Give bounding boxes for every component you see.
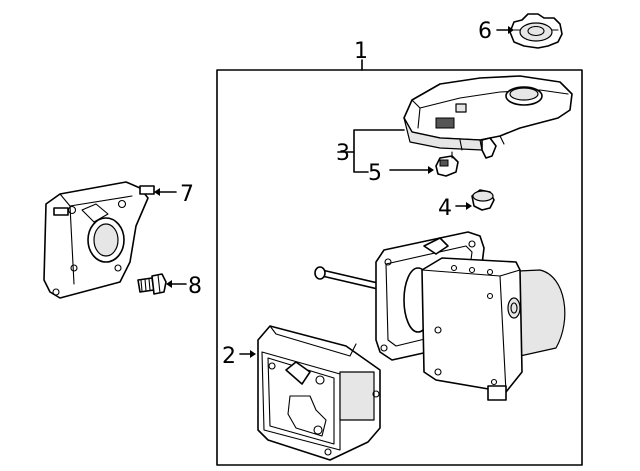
callout-7-arrow: [154, 188, 160, 196]
callout-6-arrow: [508, 26, 514, 34]
callout-2: 2: [222, 344, 236, 369]
callout-7: 7: [180, 182, 194, 207]
callout-5: 5: [368, 161, 382, 186]
callout-5-arrow: [428, 166, 434, 174]
mounting-bracket: [43, 181, 155, 299]
callout-4-arrow: [466, 202, 472, 210]
fluid-level-sensor: [435, 151, 459, 177]
callout-4: 4: [438, 196, 452, 221]
callout-3: 3: [336, 141, 350, 166]
assembly-box: [216, 69, 583, 466]
bracket-bolt: [137, 273, 167, 295]
callout-8-arrow: [166, 280, 172, 288]
reservoir-grommet: [471, 189, 495, 211]
reservoir-cap: [509, 13, 563, 49]
callout-3-bracket: [353, 129, 405, 173]
callout-8: 8: [188, 274, 202, 299]
callout-6: 6: [478, 19, 492, 44]
control-module: [257, 325, 381, 461]
brake-booster-unit: [314, 231, 566, 401]
fluid-reservoir: [403, 75, 573, 159]
callout-2-arrow: [250, 350, 256, 358]
callout-1: 1: [354, 39, 368, 64]
